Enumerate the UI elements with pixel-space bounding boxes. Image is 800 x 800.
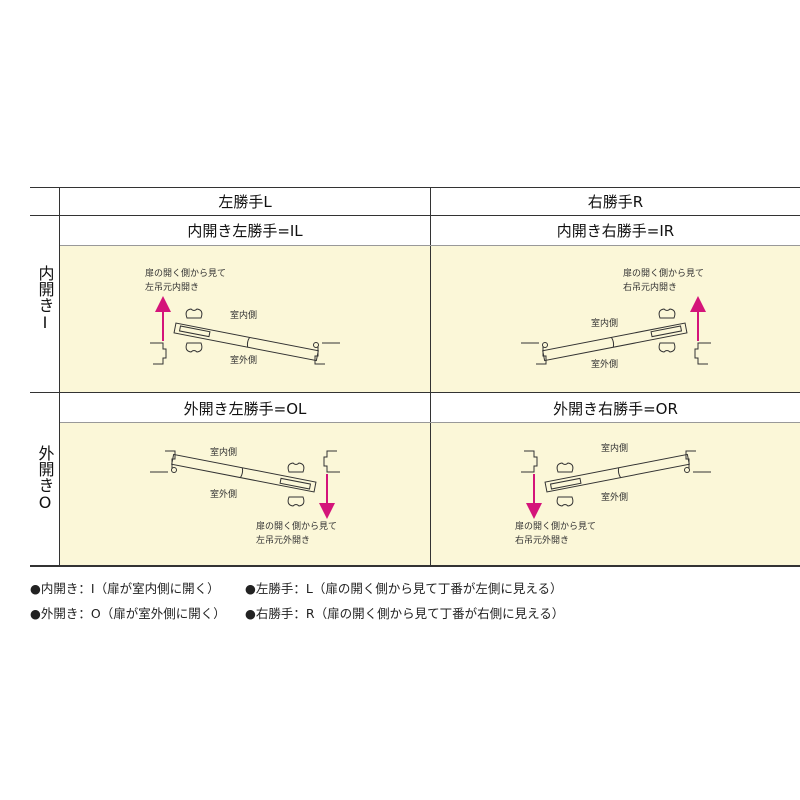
door-leaf <box>542 322 688 362</box>
door-plan-il <box>150 296 340 365</box>
outdoor-label: 室外側 <box>601 493 629 503</box>
cell-title-ol: 外開き左勝手=OL <box>183 400 307 418</box>
divider <box>30 215 800 216</box>
wall-left <box>694 342 711 365</box>
indoor-label: 室内側 <box>601 444 629 454</box>
column-header-right: 右勝手R <box>587 193 644 211</box>
hinge-icon <box>684 467 690 473</box>
panel-ol: 室内側 室外側 扉の開く側から見て 左吊元外開き <box>60 423 430 565</box>
cell-title-ir: 内開き右勝手=IR <box>556 222 675 240</box>
cell-title-or: 外開き右勝手=OR <box>553 400 678 418</box>
outdoor-label: 室外側 <box>591 360 619 370</box>
caption: 右吊元内開き <box>623 283 678 293</box>
row-header-inward-label: 内開きI <box>35 265 55 332</box>
divider <box>30 392 800 393</box>
divider <box>30 565 800 567</box>
divider <box>59 187 60 566</box>
row-header-outward-label: 外開きO <box>35 445 55 512</box>
caption: 扉の開く側から見て <box>145 269 227 279</box>
door-handle-icon <box>185 308 203 353</box>
wall-left <box>150 342 167 365</box>
hinge-icon <box>171 467 177 473</box>
cell-title-il: 内開き左勝手=IL <box>187 222 303 240</box>
door-plan-or <box>521 450 711 519</box>
caption: 左吊元外開き <box>256 536 311 546</box>
wall-left <box>323 450 340 473</box>
door-plan-ol <box>150 450 340 519</box>
wall-left <box>521 450 538 473</box>
panel-or: 室内側 室外側 扉の開く側から見て 右吊元外開き <box>431 423 800 565</box>
door-handle-icon <box>556 462 574 507</box>
divider <box>30 187 800 188</box>
divider <box>430 187 431 566</box>
divider <box>60 422 800 423</box>
indoor-label: 室内側 <box>591 319 619 329</box>
indoor-label: 室内側 <box>230 311 258 321</box>
row-header-inward: 内開きI <box>30 265 60 336</box>
door-handle-icon <box>287 462 305 507</box>
outdoor-label: 室外側 <box>210 490 238 500</box>
door-handle-icon <box>658 308 676 353</box>
panel-il: 扉の開く側から見て 左吊元内開き 室内側 室外側 <box>60 246 430 392</box>
caption: 扉の開く側から見て <box>623 269 705 279</box>
row-header-outward: 外開きO <box>30 445 60 516</box>
caption: 扉の開く側から見て <box>515 522 597 532</box>
legend-left-hand: ●左勝手：L（扉の開く側から見て丁番が左側に見える） <box>245 581 563 596</box>
panel-ir: 扉の開く側から見て 右吊元内開き 室内側 室外側 <box>431 246 800 392</box>
caption: 扉の開く側から見て <box>256 522 338 532</box>
caption: 右吊元外開き <box>515 536 570 546</box>
outdoor-label: 室外側 <box>230 356 258 366</box>
door-plan-ir <box>521 296 711 365</box>
door-leaf <box>173 322 319 362</box>
divider <box>60 245 800 246</box>
legend-inward: ●内開き：I（扉が室内側に開く） <box>30 581 220 596</box>
door-leaf <box>171 453 317 493</box>
legend-right-hand: ●右勝手：R（扉の開く側から見て丁番が右側に見える） <box>245 606 565 621</box>
door-leaf <box>544 453 690 493</box>
indoor-label: 室内側 <box>210 448 238 458</box>
legend-outward: ●外開き：O（扉が室外側に開く） <box>30 606 226 621</box>
hinge-icon <box>542 342 548 348</box>
caption: 左吊元内開き <box>145 283 200 293</box>
hinge-icon <box>313 342 319 348</box>
column-header-left: 左勝手L <box>218 193 272 211</box>
